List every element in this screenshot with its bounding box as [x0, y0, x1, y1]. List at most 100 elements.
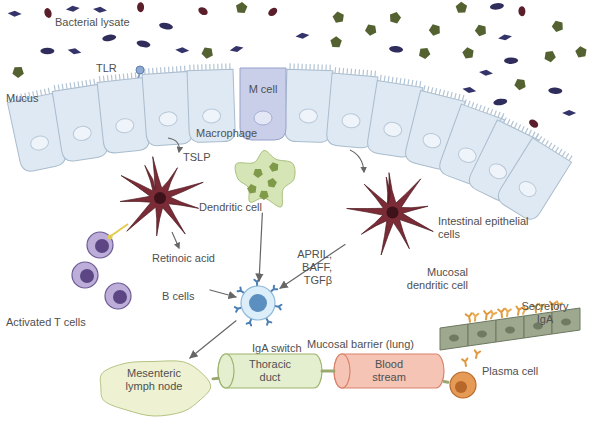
- microvillus: [545, 141, 548, 146]
- node-label: Mesenteric lymph node: [114, 367, 194, 393]
- annotation-label: TLR: [96, 62, 117, 75]
- microvillus: [370, 70, 372, 76]
- cell-body: [120, 157, 203, 236]
- nucleus: [154, 192, 166, 204]
- barrier-cell: [468, 320, 496, 346]
- microvillus: [184, 66, 186, 72]
- microvillus: [313, 64, 314, 70]
- bacterium-fragment: [575, 46, 586, 57]
- node-label: Mucosal dendritic cell: [396, 266, 468, 292]
- microvillus: [70, 83, 72, 89]
- microvillus: [532, 132, 535, 137]
- microvillus: [419, 81, 421, 87]
- nucleus: [487, 161, 509, 181]
- node-label: B cells: [162, 290, 194, 303]
- microvillus: [131, 73, 133, 79]
- shape-outline: [345, 165, 440, 260]
- microvillus: [103, 76, 105, 82]
- microvillus: [89, 80, 91, 86]
- flow-arrow: [259, 213, 262, 281]
- nucleus: [449, 335, 459, 342]
- cell-body: [450, 372, 476, 398]
- microvillus: [536, 133, 539, 138]
- microvillus: [62, 84, 64, 90]
- microvillus: [321, 64, 322, 70]
- microvillus: [329, 65, 330, 71]
- bacterium: [504, 57, 518, 64]
- microvillus: [342, 68, 344, 74]
- microvillus: [213, 64, 214, 70]
- microvillus: [494, 110, 496, 116]
- microvillus: [135, 72, 137, 78]
- microvillus: [180, 66, 182, 72]
- bacterium: [93, 6, 108, 13]
- microvillus: [164, 67, 166, 73]
- microvillus: [346, 68, 348, 74]
- microvillus: [309, 64, 310, 70]
- node-label: Thoracic duct: [242, 358, 298, 384]
- microvillus: [366, 70, 368, 76]
- bacterium: [229, 45, 244, 54]
- microvillus: [148, 68, 150, 74]
- cell-body: [241, 286, 275, 320]
- microvillus: [552, 145, 555, 150]
- microvillus: [472, 102, 474, 108]
- nucleus: [421, 132, 442, 150]
- bacterium-fragment: [365, 25, 376, 36]
- microvillus: [152, 68, 154, 74]
- node-label: M cell: [240, 83, 286, 96]
- secretion-arrow: [168, 138, 179, 152]
- mucosal-dendritic-cell: Mucosal dendritic cell: [345, 165, 440, 260]
- microvillus: [391, 77, 393, 83]
- bacterium: [518, 6, 525, 16]
- nucleus: [249, 294, 267, 312]
- tlr-receptor: [136, 66, 144, 74]
- iga-antibody: [489, 311, 497, 320]
- bacterium: [40, 48, 54, 54]
- nucleus: [29, 134, 50, 151]
- microvillus: [500, 116, 503, 121]
- microvillus: [189, 65, 190, 71]
- tube-joint: [213, 377, 218, 381]
- microvillus: [475, 104, 477, 110]
- bacterium: [462, 86, 477, 94]
- iga-antibody: [504, 309, 510, 317]
- epithelial-cell: [494, 133, 574, 224]
- epithelial-cell: [142, 65, 193, 146]
- microvillus: [123, 74, 125, 80]
- microvillus: [559, 149, 562, 154]
- microvillus: [156, 68, 158, 74]
- iga-antibody: [515, 306, 522, 315]
- microvillus: [459, 94, 460, 100]
- bacterium: [197, 6, 209, 17]
- microvillus: [229, 63, 230, 69]
- microvillus: [40, 90, 41, 96]
- microvillus: [58, 85, 60, 91]
- bacterium: [137, 2, 144, 12]
- nucleus: [299, 109, 317, 124]
- microvillus: [522, 126, 525, 131]
- microvillus: [193, 65, 194, 71]
- microvillus: [380, 75, 382, 81]
- bacterium: [498, 33, 513, 41]
- node-label: Plasma cell: [482, 365, 538, 378]
- microvillus: [427, 86, 428, 92]
- node-label: IgA switch: [252, 342, 302, 355]
- nucleus: [387, 207, 399, 219]
- microvillus: [483, 106, 485, 112]
- iga-antibody: [483, 311, 490, 320]
- nucleus: [80, 269, 94, 283]
- bacterium: [65, 5, 80, 13]
- lymph-node: Mesenteric lymph node: [95, 358, 213, 416]
- annotation-label: APRIL, BAFF, TGFβ: [286, 248, 332, 287]
- microvillus: [119, 74, 121, 80]
- microvillus: [491, 109, 493, 115]
- nucleus: [477, 331, 487, 338]
- microvillus: [85, 80, 87, 86]
- nucleus: [159, 111, 178, 126]
- microvillus: [538, 136, 541, 141]
- microvillus: [411, 80, 413, 86]
- bacterium-fragment: [462, 47, 473, 58]
- nucleus: [113, 290, 127, 304]
